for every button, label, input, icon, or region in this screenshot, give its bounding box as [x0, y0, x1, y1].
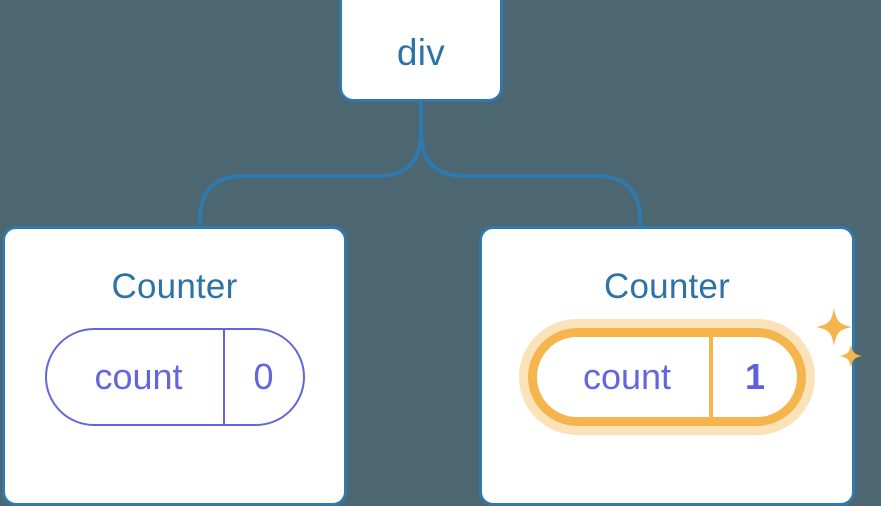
sparkle-icon-small	[840, 344, 862, 368]
node-counter-right-title: Counter	[604, 267, 730, 306]
node-div[interactable]: div	[339, 0, 503, 102]
node-counter-left-title: Counter	[111, 267, 238, 306]
state-pill-right-key: count	[582, 356, 672, 397]
sparkle-group	[816, 308, 862, 368]
state-pill-left-wrapper: count 0	[44, 328, 305, 426]
state-pill-left[interactable]: count 0	[44, 328, 305, 426]
node-counter-right[interactable]: Counter count 1	[479, 226, 862, 506]
edge-div-to-counter-right	[419, 98, 642, 234]
edge-div-to-counter-left	[198, 98, 423, 234]
state-pill-left-value: 0	[222, 330, 303, 424]
state-pill-right-wrapper: count 1	[528, 308, 862, 426]
diagram-canvas: div Counter count 0 Counter count 1	[2, 0, 862, 506]
state-pill-right-value: 1	[709, 337, 797, 417]
sparkle-icon-large	[816, 308, 852, 346]
state-pill-left-key: count	[94, 356, 183, 397]
node-div-label: div	[396, 32, 446, 73]
state-pill-right[interactable]: count 1	[528, 328, 806, 426]
node-counter-left[interactable]: Counter count 0	[2, 226, 347, 506]
